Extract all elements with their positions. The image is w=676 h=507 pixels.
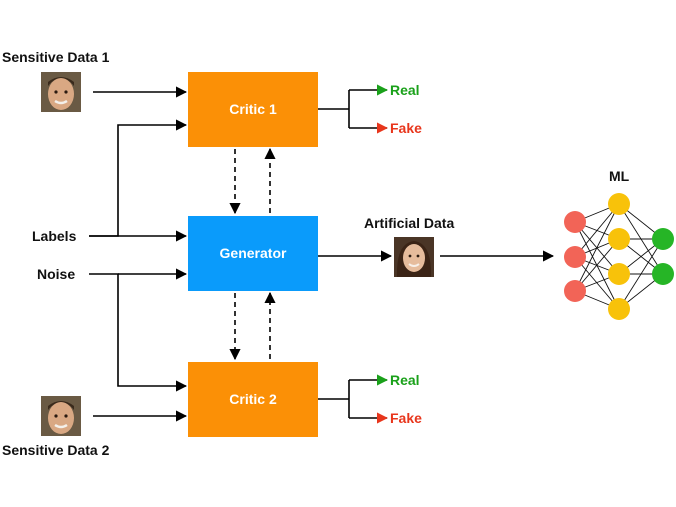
nn-connection	[618, 238, 664, 310]
nn-output-node	[652, 228, 674, 250]
labels-label: Labels	[32, 228, 77, 244]
labels-to-critic-1-arrow	[89, 119, 188, 237]
male-face-icon	[41, 396, 81, 436]
generator-box: Generator	[188, 216, 318, 291]
nn-input-node	[564, 246, 586, 268]
female-face-icon	[394, 237, 434, 277]
nn-connection	[574, 256, 620, 310]
noise-label: Noise	[37, 266, 75, 282]
critic-2-output	[318, 374, 389, 424]
nn-hidden-node	[608, 193, 630, 215]
critic-2-box: Critic 2	[188, 362, 318, 437]
male-face-icon	[41, 72, 81, 112]
sensitive-data-1-label: Sensitive Data 1	[2, 49, 110, 65]
nn-input-node	[564, 211, 586, 233]
noise-to-critic-2-arrow	[89, 273, 188, 392]
critic-1-output	[318, 84, 389, 134]
nn-hidden-node	[608, 298, 630, 320]
critic-1-real-label: Real	[390, 82, 420, 98]
generator-label: Generator	[220, 245, 287, 261]
nn-output-node	[652, 263, 674, 285]
sensitive-data-2-label: Sensitive Data 2	[2, 442, 110, 458]
ml-label: ML	[609, 168, 630, 184]
nn-hidden-node	[608, 228, 630, 250]
critic-2-label: Critic 2	[229, 391, 277, 407]
nn-hidden-node	[608, 263, 630, 285]
nn-connection	[574, 203, 620, 292]
critic-2-real-label: Real	[390, 372, 420, 388]
critic-1-box: Critic 1	[188, 72, 318, 147]
critic-1-fake-label: Fake	[390, 120, 422, 136]
connector-lines	[89, 86, 555, 422]
critic-1-label: Critic 1	[229, 101, 277, 117]
nn-input-node	[564, 280, 586, 302]
nn-connection	[574, 238, 620, 292]
feedback-arrows	[229, 147, 276, 361]
critic-2-fake-label: Fake	[390, 410, 422, 426]
artificial-data-label: Artificial Data	[364, 215, 454, 231]
nn-connection	[574, 203, 620, 258]
neural-network-icon	[564, 193, 674, 320]
